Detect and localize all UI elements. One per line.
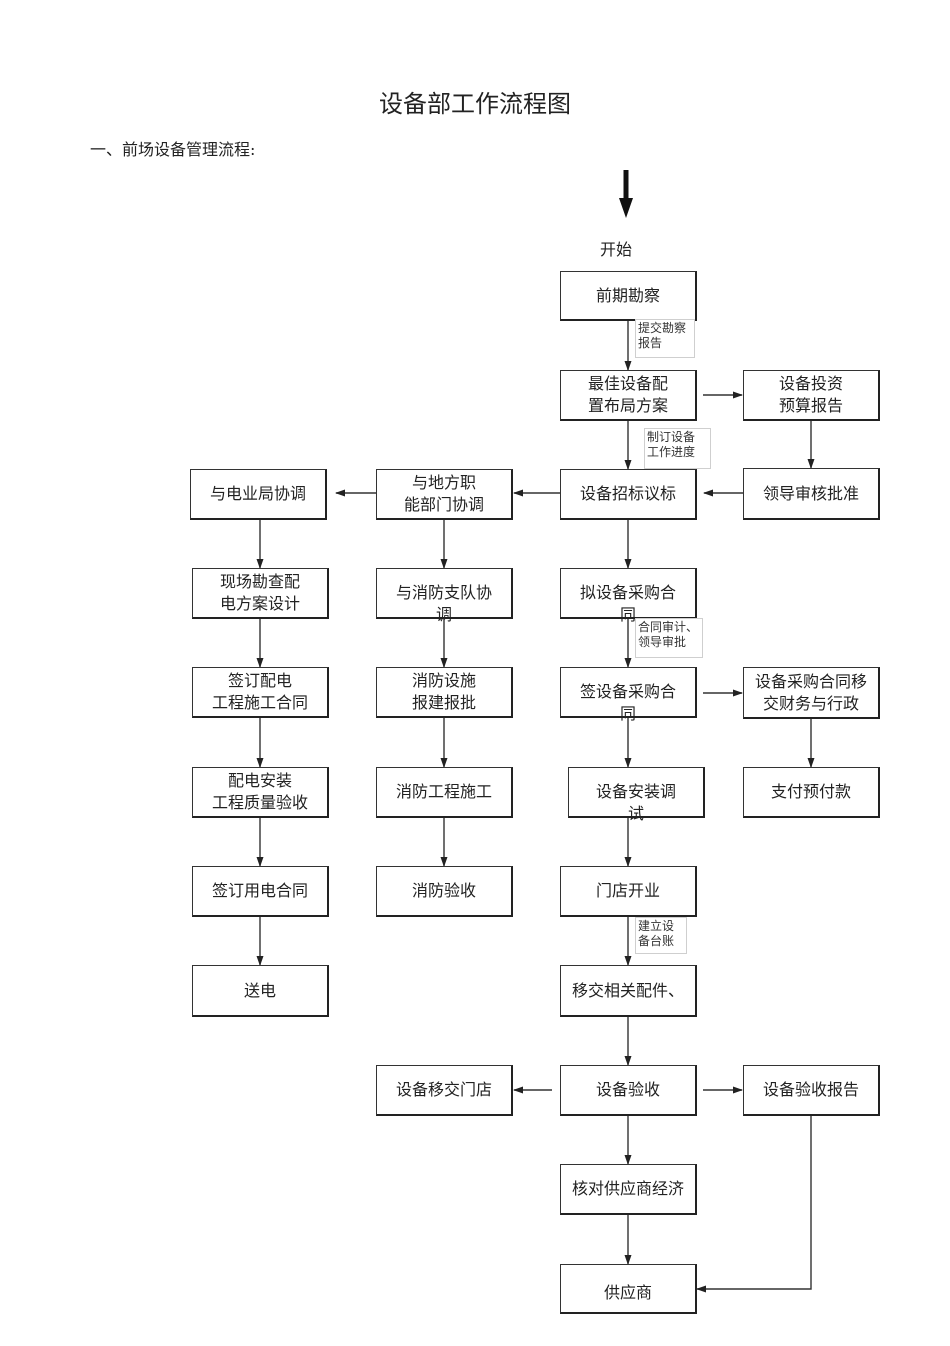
node-accept-report: 设备验收报告 <box>743 1065 880 1116</box>
node-local-dept: 与地方职 能部门协调 <box>376 469 513 520</box>
node-fire-coord: 与消防支队协 调 <box>376 568 513 624</box>
node-power-install-accept: 配电安装 工程质量验收 <box>192 767 329 818</box>
note-ledger: 建立设 备台账 <box>635 917 687 954</box>
note-contract-review: 合同审计、 领导审批 <box>635 618 703 658</box>
node-layout-plan: 最佳设备配 置布局方案 <box>560 370 697 421</box>
node-invest-budget: 设备投资 预算报告 <box>743 370 880 421</box>
note-submit-report: 提交勘察 报告 <box>635 319 695 358</box>
node-power-bureau: 与电业局协调 <box>190 469 327 520</box>
node-fire-accept: 消防验收 <box>376 866 513 917</box>
node-check-supplier: 核对供应商经济 <box>560 1164 697 1215</box>
start-arrow <box>619 170 633 218</box>
node-bidding: 设备招标议标 <box>560 469 697 520</box>
node-sign-power-contract: 签订配电 工程施工合同 <box>192 667 329 718</box>
node-fire-report: 消防设施 报建报批 <box>376 667 513 718</box>
node-survey: 前期勘察 <box>560 271 697 321</box>
node-install-debug: 设备安装调 试 <box>568 767 705 823</box>
node-leader-approval: 领导审核批准 <box>743 468 880 520</box>
start-label: 开始 <box>600 240 633 259</box>
page-title: 设备部工作流程图 <box>379 90 571 118</box>
note-make-schedule: 制订设备 工作进度 <box>644 428 711 469</box>
node-sign-contract: 签设备采购合 同 <box>560 667 697 723</box>
node-transfer-store: 设备移交门店 <box>376 1065 513 1116</box>
node-fire-construction: 消防工程施工 <box>376 767 513 818</box>
node-draft-contract: 拟设备采购合 同 <box>560 568 697 624</box>
node-site-survey-design: 现场勘查配 电方案设计 <box>192 568 329 619</box>
node-power-supply: 送电 <box>192 965 329 1017</box>
node-sign-electricity-contract: 签订用电合同 <box>192 866 329 917</box>
section-heading: 一、前场设备管理流程: <box>90 140 256 159</box>
node-store-open: 门店开业 <box>560 866 697 917</box>
node-prepay: 支付预付款 <box>743 767 880 818</box>
arrow-report-supplier <box>696 1116 812 1293</box>
node-contract-transfer: 设备采购合同移 交财务与行政 <box>743 667 880 719</box>
node-supplier: 供应商 <box>560 1264 697 1314</box>
node-transfer-parts: 移交相关配件、 <box>560 965 697 1017</box>
node-equip-accept: 设备验收 <box>560 1065 697 1116</box>
